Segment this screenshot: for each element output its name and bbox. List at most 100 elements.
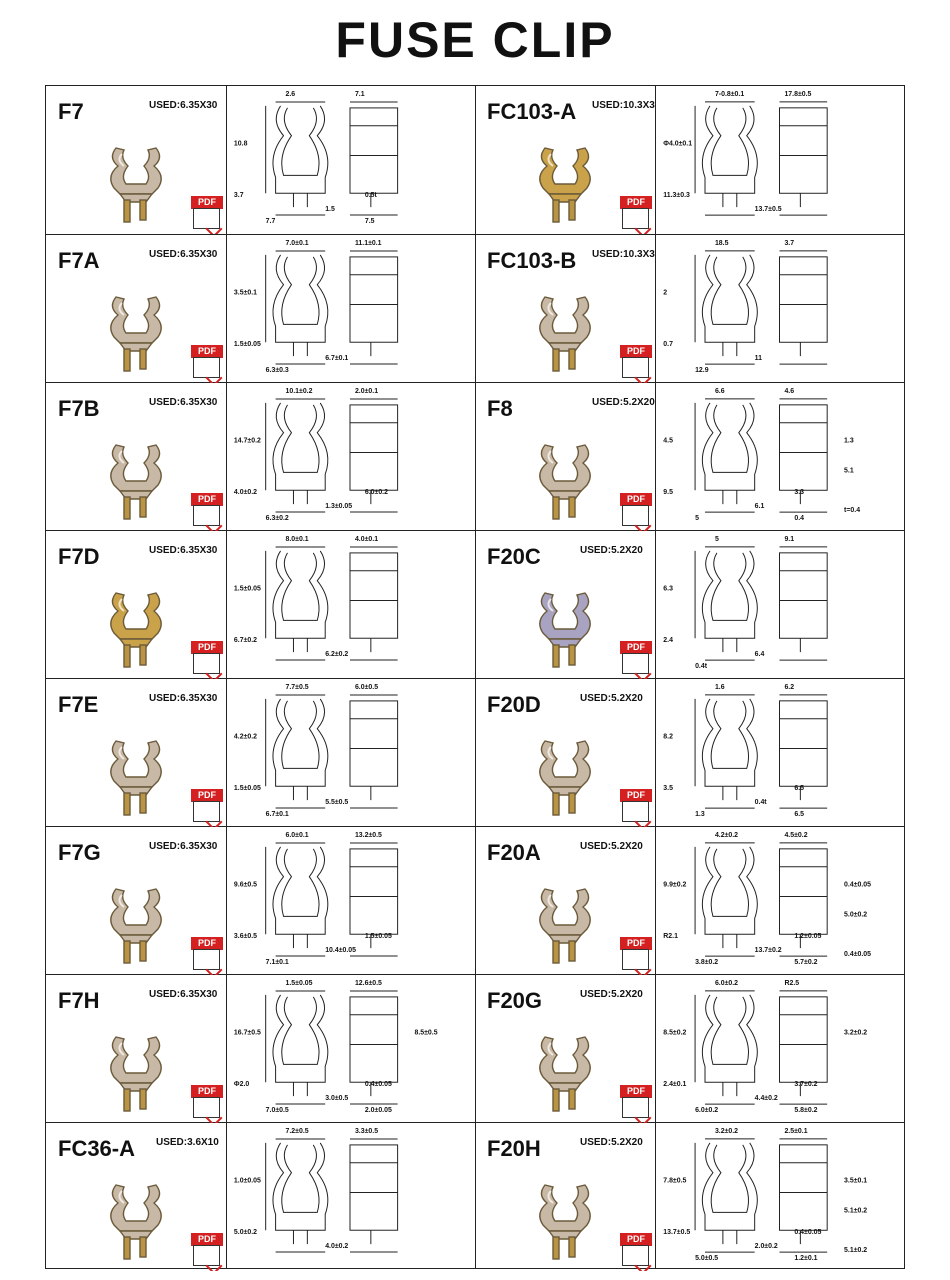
fuse-size-label: USED:6.35X30 [149, 249, 218, 260]
pdf-download-icon[interactable]: PDF [191, 641, 223, 679]
pdf-download-icon[interactable]: PDF [191, 1233, 223, 1271]
dimension-label: 3.2±0.2 [844, 1030, 867, 1037]
pdf-download-icon[interactable]: PDF [620, 1085, 652, 1123]
pdf-download-icon[interactable]: PDF [191, 789, 223, 827]
fuse-size-label: USED:6.35X30 [149, 989, 218, 1000]
dimension-label: 1.2±0.1 [794, 1255, 817, 1262]
pdf-download-icon[interactable]: PDF [620, 789, 652, 827]
clip-photo-svg [110, 444, 162, 520]
clip-photo [515, 1025, 615, 1117]
dimension-label: 3.3±0.5 [355, 1128, 378, 1135]
clip-photo [86, 285, 186, 377]
dimension-label: R2.1 [663, 933, 678, 940]
fuse-size-label: USED:6.35X30 [149, 841, 218, 852]
page-title: FUSE CLIP [335, 12, 615, 68]
dimension-label: 3.2±0.2 [715, 1128, 738, 1135]
dimension-label: 5 [715, 536, 719, 543]
pdf-download-icon[interactable]: PDF [620, 345, 652, 383]
dimension-label: 9.6±0.5 [234, 882, 257, 889]
clip-photo [515, 285, 615, 377]
part-number: F20H [487, 1136, 541, 1161]
clip-photo [86, 1173, 186, 1265]
pdf-icon-label: PDF [191, 1233, 223, 1246]
pdf-download-icon[interactable]: PDF [191, 345, 223, 383]
document-icon [193, 505, 223, 531]
part-number: F20A [487, 840, 541, 865]
clip-photo-svg [110, 296, 162, 372]
dimension-label: 4.6 [784, 388, 794, 395]
dimension-label: 0.7 [663, 341, 673, 348]
dimension-label: 8.0±0.1 [286, 536, 309, 543]
dimension-label: 6.2 [784, 684, 794, 691]
grid-divider [46, 530, 904, 531]
pdf-download-icon[interactable]: PDF [620, 493, 652, 531]
dimension-label: 0.4±0.05 [844, 951, 871, 958]
grid-divider [46, 234, 904, 235]
document-icon [193, 1245, 223, 1271]
clip-photo [86, 1025, 186, 1117]
grid-divider [46, 382, 904, 383]
pdf-download-icon[interactable]: PDF [620, 937, 652, 975]
pdf-download-icon[interactable]: PDF [191, 493, 223, 531]
dimension-label: 6.7±0.1 [266, 811, 289, 818]
dimension-label: 10.4±0.05 [325, 947, 356, 954]
pdf-icon-label: PDF [191, 345, 223, 358]
pdf-download-icon[interactable]: PDF [191, 937, 223, 975]
dimension-label: R2.5 [784, 980, 799, 987]
fuse-size-label: USED:5.2X20 [580, 1137, 643, 1148]
dimension-label: 6.4 [755, 651, 765, 658]
pdf-icon-label: PDF [620, 345, 652, 358]
pdf-download-icon[interactable]: PDF [191, 1085, 223, 1123]
dimension-label: 1.3 [695, 811, 705, 818]
document-icon [622, 801, 652, 827]
download-arrow-icon [634, 517, 652, 531]
pdf-icon-label: PDF [620, 493, 652, 506]
dimension-label: 5.0±0.2 [844, 911, 867, 918]
pdf-download-icon[interactable]: PDF [620, 1233, 652, 1271]
grid-divider [655, 86, 656, 1268]
dimension-label: 4.2±0.2 [234, 734, 257, 741]
fuse-size-label: USED:3.6X10 [156, 1137, 219, 1148]
dimension-label: t=0.4 [844, 507, 860, 514]
pdf-download-icon[interactable]: PDF [620, 196, 652, 234]
dimension-label: 13.7±0.2 [755, 947, 782, 954]
document-icon [622, 357, 652, 383]
dimension-label: 5.1 [844, 467, 854, 474]
dimension-label: 2.4 [663, 637, 673, 644]
dimension-label: 5.0±0.5 [695, 1255, 718, 1262]
dimension-label: 2.0±0.1 [355, 388, 378, 395]
pdf-download-icon[interactable]: PDF [620, 641, 652, 679]
dimension-label: 3.5±0.1 [234, 290, 257, 297]
document-icon [622, 949, 652, 975]
pdf-icon-label: PDF [620, 196, 652, 209]
dimension-label: 12.6±0.5 [355, 980, 382, 987]
download-arrow-icon [205, 961, 223, 975]
dimension-label: 3.8±0.2 [695, 959, 718, 966]
part-number: F7A [58, 248, 100, 273]
download-arrow-icon [205, 369, 223, 383]
fuse-size-label: USED:6.35X30 [149, 545, 218, 556]
dimension-label: 7.5 [365, 218, 375, 225]
dimension-label: 5 [695, 515, 699, 522]
pdf-download-icon[interactable]: PDF [191, 196, 223, 234]
dimension-label: 3.3 [794, 489, 804, 496]
fuse-size-label: USED:10.3X38 [592, 100, 655, 111]
download-arrow-icon [205, 1257, 223, 1271]
part-number: F20D [487, 692, 541, 717]
dimension-label: 0.4±0.05 [365, 1081, 392, 1088]
dimension-label: 17.8±0.5 [784, 91, 811, 98]
